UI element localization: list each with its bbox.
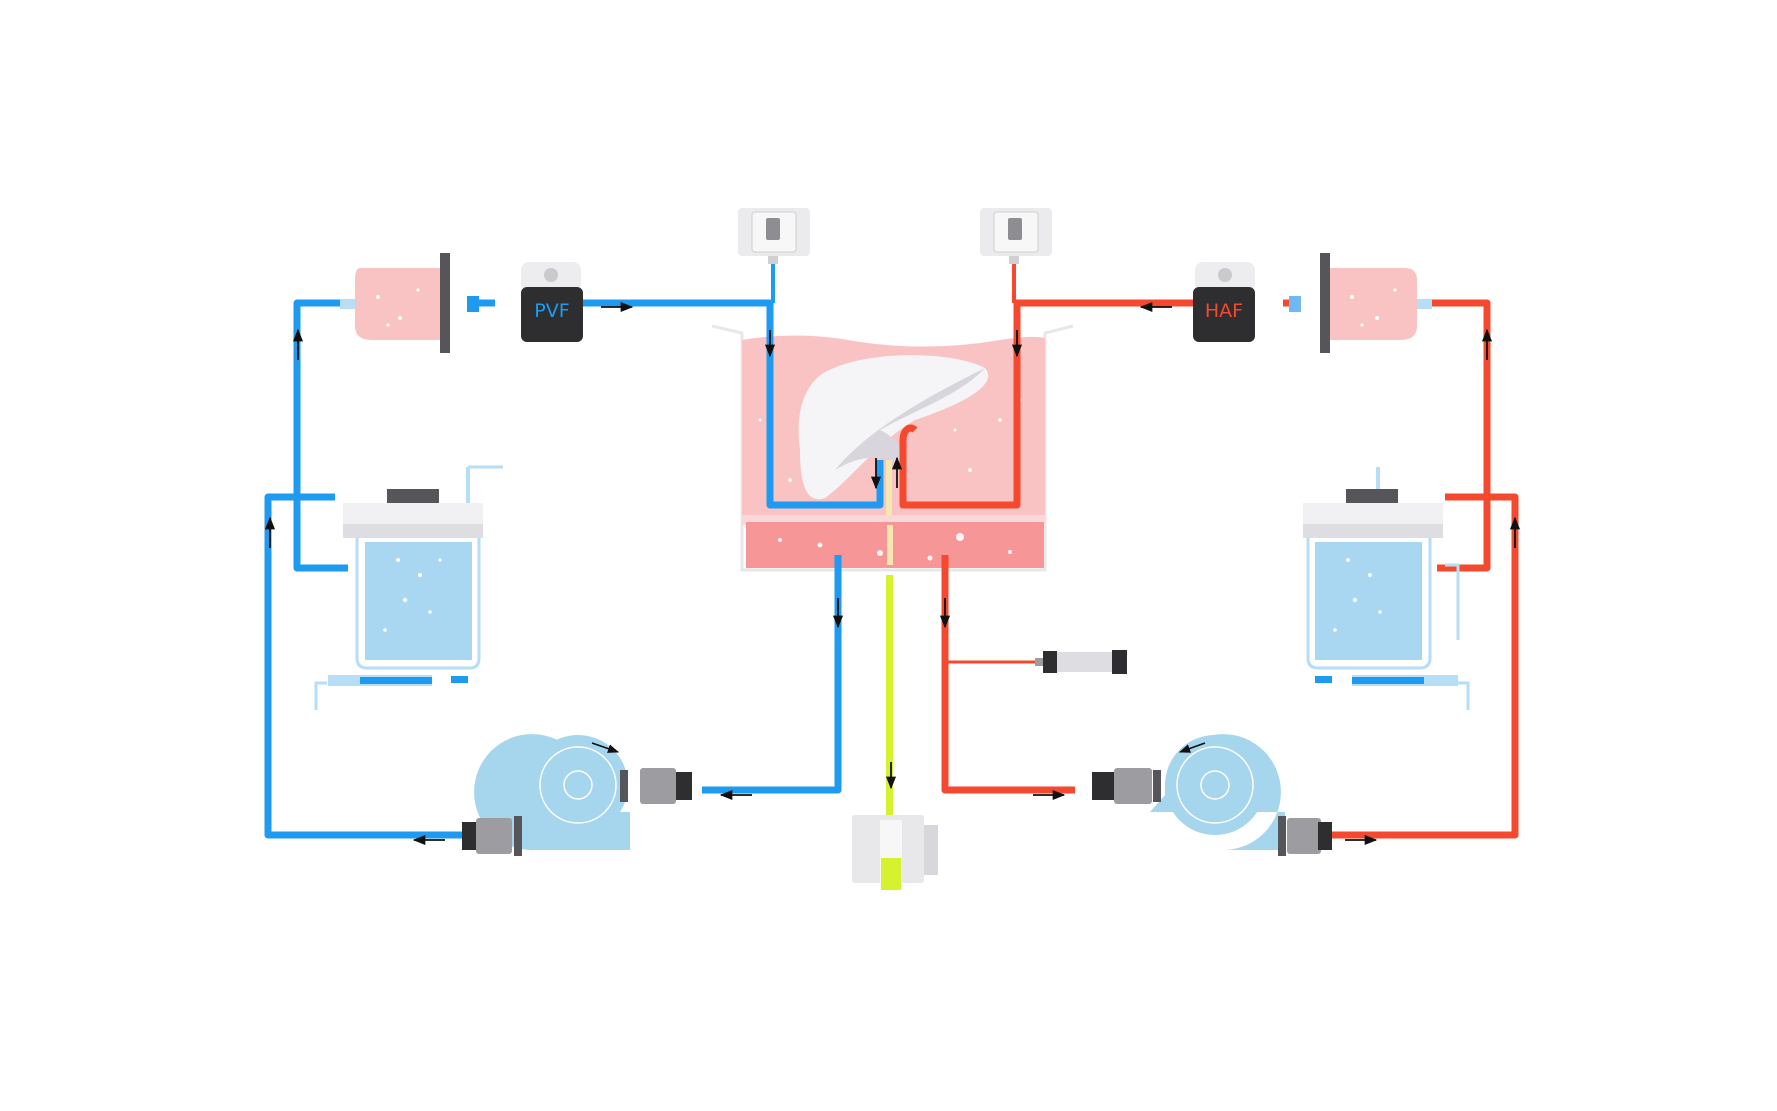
syringe-icon (1035, 650, 1127, 674)
right-oxygenator (1320, 253, 1432, 353)
right-pressure-sensor (980, 208, 1052, 264)
pvf-label: PVF (534, 300, 569, 322)
chamber-floor (746, 522, 1044, 568)
left-pressure-sensor (738, 208, 810, 264)
left-oxygenator (340, 253, 450, 353)
arterial-circuit (899, 263, 1519, 839)
right-reservoir (1303, 467, 1470, 710)
left-reservoir (314, 465, 503, 710)
right-pump (1092, 734, 1332, 856)
haf-flow-sensor: HAF (1193, 262, 1301, 342)
bile-line (886, 460, 893, 875)
venous-circuit (264, 263, 884, 839)
left-pump (462, 734, 692, 856)
haf-label: HAF (1205, 300, 1243, 322)
liver-icon (798, 355, 989, 500)
pvf-flow-sensor: PVF (467, 262, 583, 342)
bile-collector-icon (852, 815, 938, 890)
flow-arrows (264, 301, 1521, 846)
